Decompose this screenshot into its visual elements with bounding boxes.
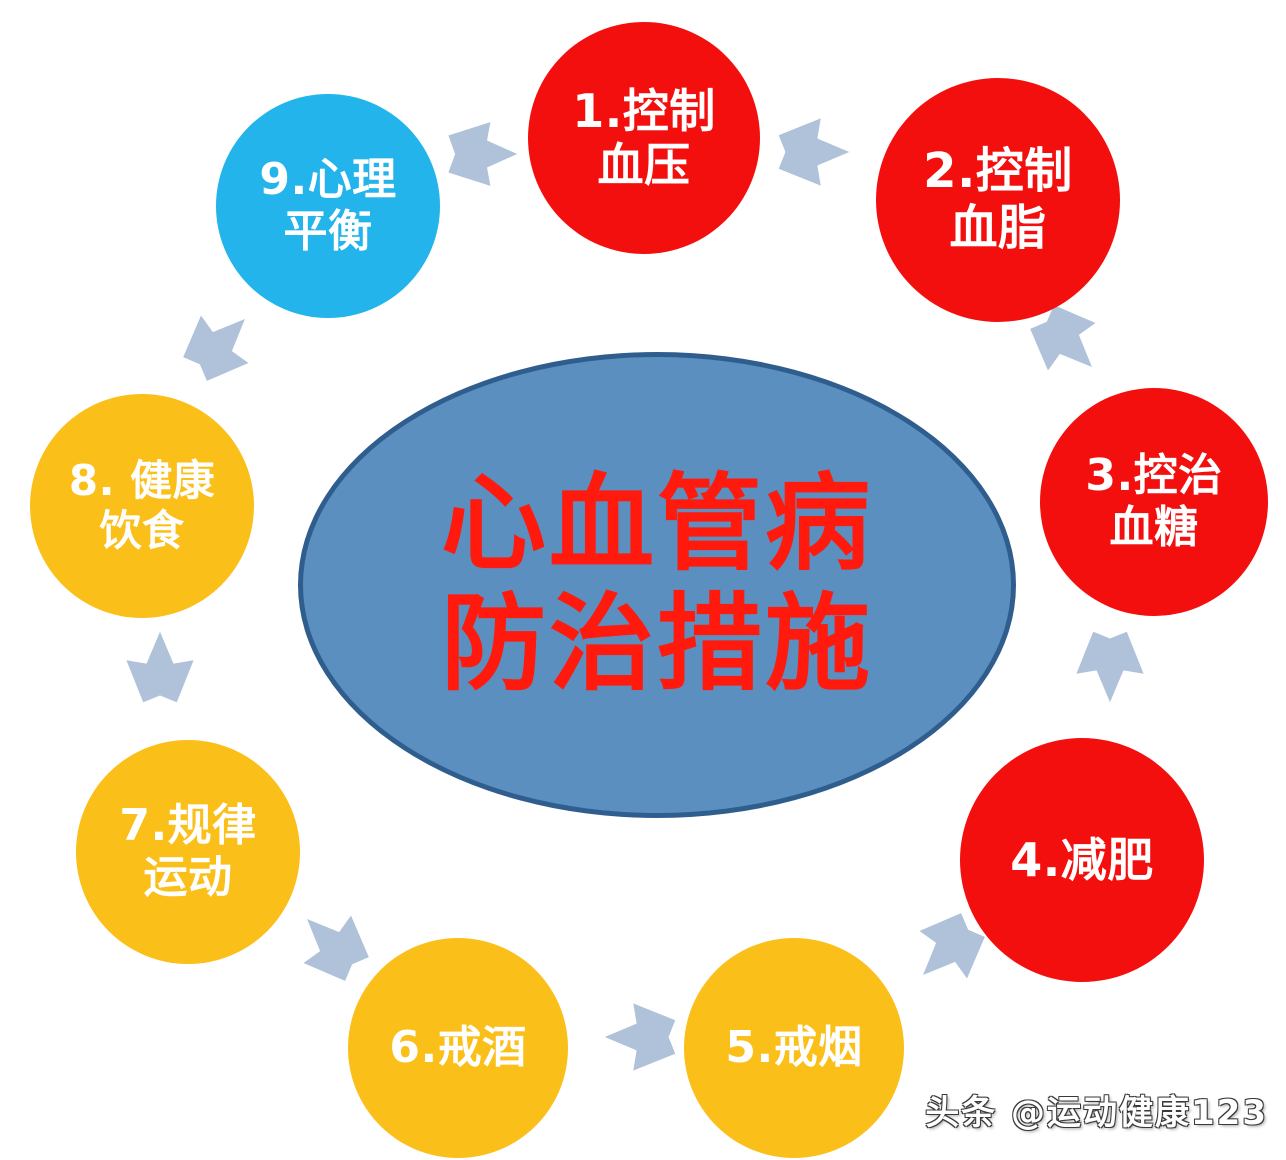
node-3-line-2: 血糖 bbox=[1109, 502, 1199, 553]
node-9-line-1: 9.心理 bbox=[259, 154, 397, 206]
node-2-control-blood-lipids[interactable]: 2.控制 血脂 bbox=[876, 78, 1120, 322]
node-4-line-1: 4.减肥 bbox=[1010, 832, 1154, 887]
node-3-control-blood-sugar[interactable]: 3.控治 血糖 bbox=[1040, 388, 1268, 616]
node-8-line-1: 8. 健康 bbox=[68, 456, 216, 506]
node-1-control-blood-pressure[interactable]: 1.控制 血压 bbox=[528, 22, 760, 254]
node-8-healthy-diet[interactable]: 8. 健康 饮食 bbox=[30, 394, 254, 618]
watermark-text: 头条 @运动健康123 bbox=[925, 1093, 1268, 1133]
arrow-8-to-9 bbox=[178, 302, 262, 386]
node-5-line-1: 5.戒烟 bbox=[725, 1022, 863, 1074]
center-title-line-2: 防治措施 bbox=[440, 583, 873, 705]
node-1-line-1: 1.控制 bbox=[572, 83, 716, 138]
node-7-line-1: 7.规律 bbox=[119, 800, 257, 852]
node-1-line-2: 血压 bbox=[597, 138, 691, 192]
node-5-quit-smoking[interactable]: 5.戒烟 bbox=[684, 938, 904, 1158]
node-2-line-2: 血脂 bbox=[949, 200, 1047, 256]
arrow-3-to-4 bbox=[1068, 625, 1152, 709]
node-6-line-1: 6.戒酒 bbox=[389, 1022, 527, 1074]
arrow-5-to-6 bbox=[598, 995, 682, 1079]
node-3-line-1: 3.控治 bbox=[1085, 450, 1223, 502]
arrow-2-to-3 bbox=[1025, 300, 1109, 384]
node-4-weight-loss[interactable]: 4.减肥 bbox=[960, 738, 1204, 982]
arrow-9-to-1 bbox=[440, 112, 524, 196]
arrow-7-to-8 bbox=[118, 625, 202, 709]
node-8-line-2: 饮食 bbox=[99, 506, 185, 555]
arrow-4-to-5 bbox=[906, 908, 990, 992]
arrow-1-to-2 bbox=[772, 110, 856, 194]
node-2-line-1: 2.控制 bbox=[923, 143, 1073, 200]
node-7-regular-exercise[interactable]: 7.规律 运动 bbox=[76, 740, 300, 964]
node-7-line-2: 运动 bbox=[143, 852, 233, 903]
node-9-mental-balance[interactable]: 9.心理 平衡 bbox=[216, 94, 440, 318]
node-9-line-2: 平衡 bbox=[283, 206, 373, 257]
node-6-quit-alcohol[interactable]: 6.戒酒 bbox=[348, 938, 568, 1158]
arrow-6-to-7 bbox=[290, 902, 374, 986]
center-title-line-1: 心血管病 bbox=[440, 463, 873, 586]
center-topic-ellipse: 心血管病 防治措施 bbox=[298, 352, 1016, 818]
